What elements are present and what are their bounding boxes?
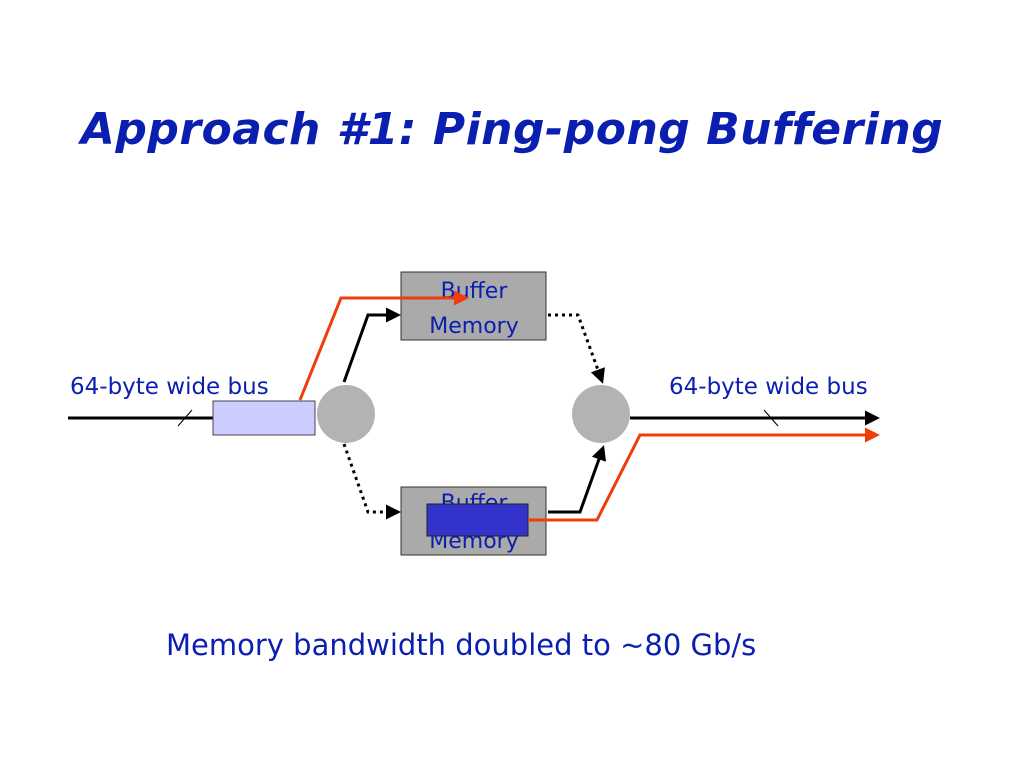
idle-read-path-top <box>548 313 605 384</box>
slide-title: Approach #1: Ping-pong Buffering <box>80 104 944 155</box>
output-bus-width-tick <box>763 409 779 427</box>
write-path-top <box>342 307 401 383</box>
write-data-flow <box>298 290 469 401</box>
top-buffer-memory <box>400 271 547 341</box>
input-switch <box>317 385 375 443</box>
stored-data-block <box>426 503 529 537</box>
output-switch <box>572 385 630 443</box>
top-buffer-label-line1: Buffer <box>441 279 509 304</box>
input-bus-width-tick <box>177 409 193 427</box>
output-bus-label: 64-byte wide bus <box>669 374 868 400</box>
input-data-block <box>212 400 316 436</box>
idle-path-bottom <box>342 443 401 520</box>
top-buffer-label-line2: Memory <box>429 314 518 339</box>
bandwidth-caption: Memory bandwidth doubled to ~80 Gb/s <box>166 628 757 662</box>
read-path-bottom <box>548 445 606 514</box>
input-bus-label: 64-byte wide bus <box>70 374 269 400</box>
read-data-flow <box>528 427 880 522</box>
